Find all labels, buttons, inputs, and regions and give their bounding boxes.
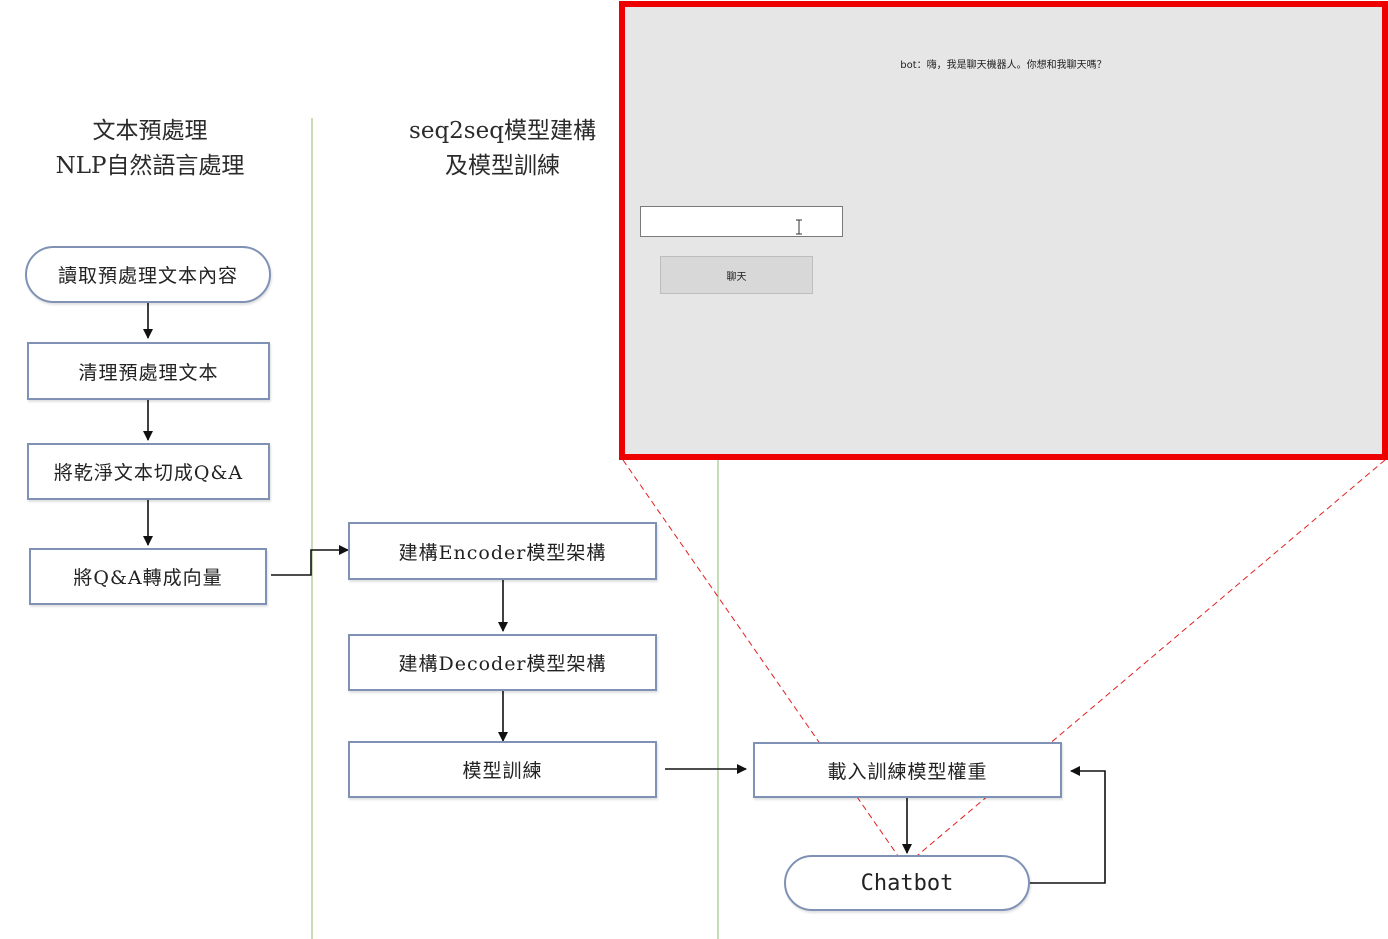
chatbot-app-window: bot：嗨，我是聊天機器人。你想和我聊天嗎？ 聊天 (619, 1, 1388, 460)
lane-header-line: seq2seq模型建構 (409, 118, 596, 144)
node-label: 將乾淨文本切成Q&A (53, 462, 244, 484)
node-label: 讀取預處理文本內容 (57, 265, 238, 287)
node-label: 模型訓練 (462, 760, 543, 782)
node-load-weights: 載入訓練模型權重 (753, 742, 1062, 798)
node-label: 建構Decoder模型架構 (398, 653, 607, 675)
lane-header-preprocessing: 文本預處理 NLP自然語言處理 (30, 114, 270, 184)
node-label: 清理預處理文本 (78, 361, 219, 384)
chat-input[interactable] (640, 206, 843, 237)
lane-header-line: NLP自然語言處理 (55, 153, 245, 179)
chat-button[interactable]: 聊天 (660, 256, 813, 294)
lane-header-line: 文本預處理 (92, 118, 208, 144)
arrow-vector-to-encoder (271, 545, 349, 576)
lane-header-seq2seq: seq2seq模型建構 及模型訓練 (380, 114, 625, 184)
bot-message: bot：嗨，我是聊天機器人。你想和我聊天嗎？ (900, 60, 1107, 71)
node-build-encoder: 建構Encoder模型架構 (348, 522, 657, 580)
node-label: 載入訓練模型權重 (827, 760, 988, 783)
node-label: 將Q&A轉成向量 (73, 567, 223, 589)
text-cursor-icon (796, 219, 802, 235)
node-split-qa: 將乾淨文本切成Q&A (27, 443, 270, 500)
node-read-text: 讀取預處理文本內容 (25, 246, 271, 303)
node-qa-vector: 將Q&A轉成向量 (29, 548, 267, 605)
zoom-line-right (904, 459, 1386, 867)
node-label: 建構Encoder模型架構 (398, 541, 607, 564)
lane-header-line: 及模型訓練 (445, 153, 560, 179)
lane-divider-1 (311, 118, 313, 939)
zoom-line-left (622, 459, 906, 867)
node-clean-text: 清理預處理文本 (27, 342, 270, 400)
node-build-decoder: 建構Decoder模型架構 (348, 634, 657, 691)
node-chatbot: Chatbot (784, 855, 1030, 911)
node-label: Chatbot (860, 870, 954, 896)
node-train-model: 模型訓練 (348, 741, 657, 798)
